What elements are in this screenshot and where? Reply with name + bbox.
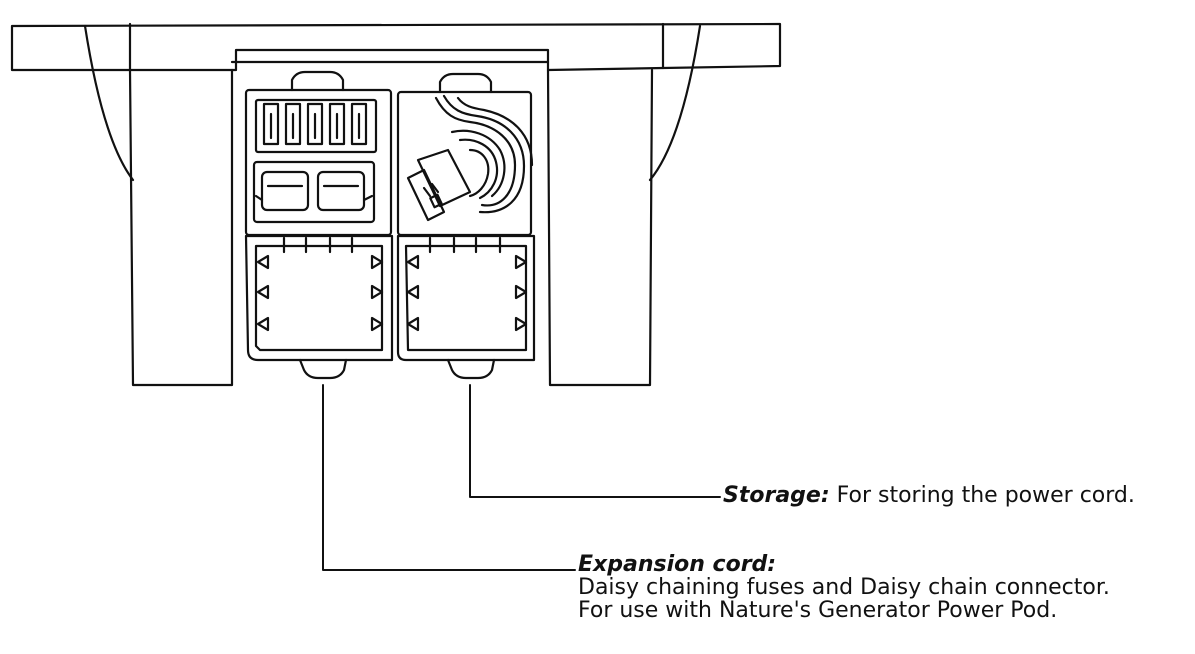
storage-compartment bbox=[396, 72, 534, 237]
expansion-callout: Expansion cord: Daisy chaining fuses and… bbox=[578, 553, 1110, 622]
fuse-compartment bbox=[244, 70, 393, 237]
storage-callout: Storage: For storing the power cord. bbox=[723, 482, 1135, 510]
storage-title: Storage: bbox=[723, 483, 830, 508]
expansion-title: Expansion cord: bbox=[578, 552, 777, 577]
unit-housing bbox=[10, 22, 782, 387]
power-plug bbox=[406, 148, 472, 222]
storage-leader-line bbox=[469, 384, 721, 498]
power-cord-bundle bbox=[434, 94, 534, 214]
right-door bbox=[396, 234, 536, 380]
expansion-description-line-1: Daisy chaining fuses and Daisy chain con… bbox=[578, 575, 1110, 600]
left-door bbox=[244, 234, 394, 380]
daisy-chain-connector bbox=[254, 170, 374, 212]
storage-description: For storing the power cord. bbox=[829, 483, 1135, 508]
fuse-slots bbox=[262, 102, 368, 146]
expansion-leader-line bbox=[322, 384, 576, 571]
expansion-description-line-2: For use with Nature's Generator Power Po… bbox=[578, 598, 1058, 623]
